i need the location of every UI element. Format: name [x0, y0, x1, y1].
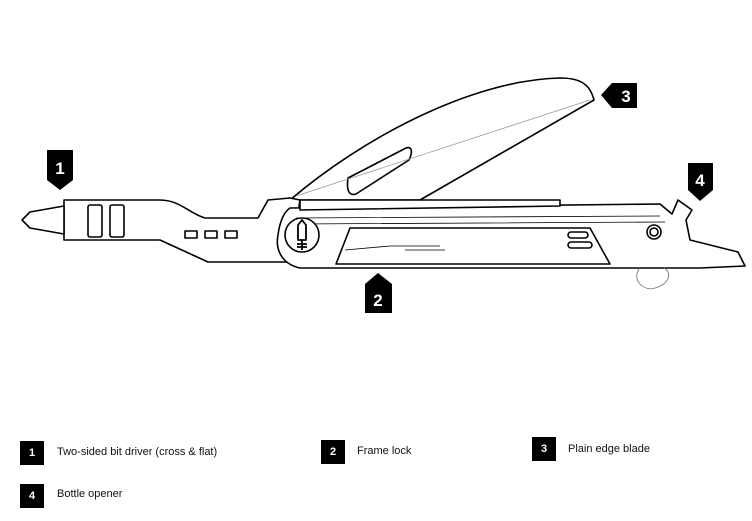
- legend-badge-2: 2: [321, 440, 345, 464]
- svg-text:4: 4: [695, 171, 705, 190]
- legend-badge-4: 4: [20, 484, 44, 508]
- legend-label-3: Plain edge blade: [568, 443, 650, 455]
- callout-marker-2: 2: [365, 273, 392, 313]
- pivot-logo: [284, 217, 320, 253]
- callout-marker-1: 1: [47, 150, 73, 190]
- legend-label-4: Bottle opener: [57, 488, 123, 500]
- blade-cutout: [346, 146, 413, 196]
- blade: [289, 77, 595, 201]
- svg-text:2: 2: [373, 291, 382, 310]
- frame-lock: [335, 227, 611, 265]
- legend-label-2: Frame lock: [357, 445, 412, 457]
- callout-marker-3: 3: [601, 83, 637, 108]
- svg-text:3: 3: [621, 87, 630, 106]
- legend-label-1: Two-sided bit driver (cross & flat): [57, 446, 218, 458]
- driver-bit: [21, 205, 65, 235]
- legend-badge-1: 1: [20, 441, 44, 465]
- callout-marker-4: 4: [688, 163, 713, 201]
- legend-badge-3: 3: [532, 437, 556, 461]
- svg-text:1: 1: [55, 159, 64, 178]
